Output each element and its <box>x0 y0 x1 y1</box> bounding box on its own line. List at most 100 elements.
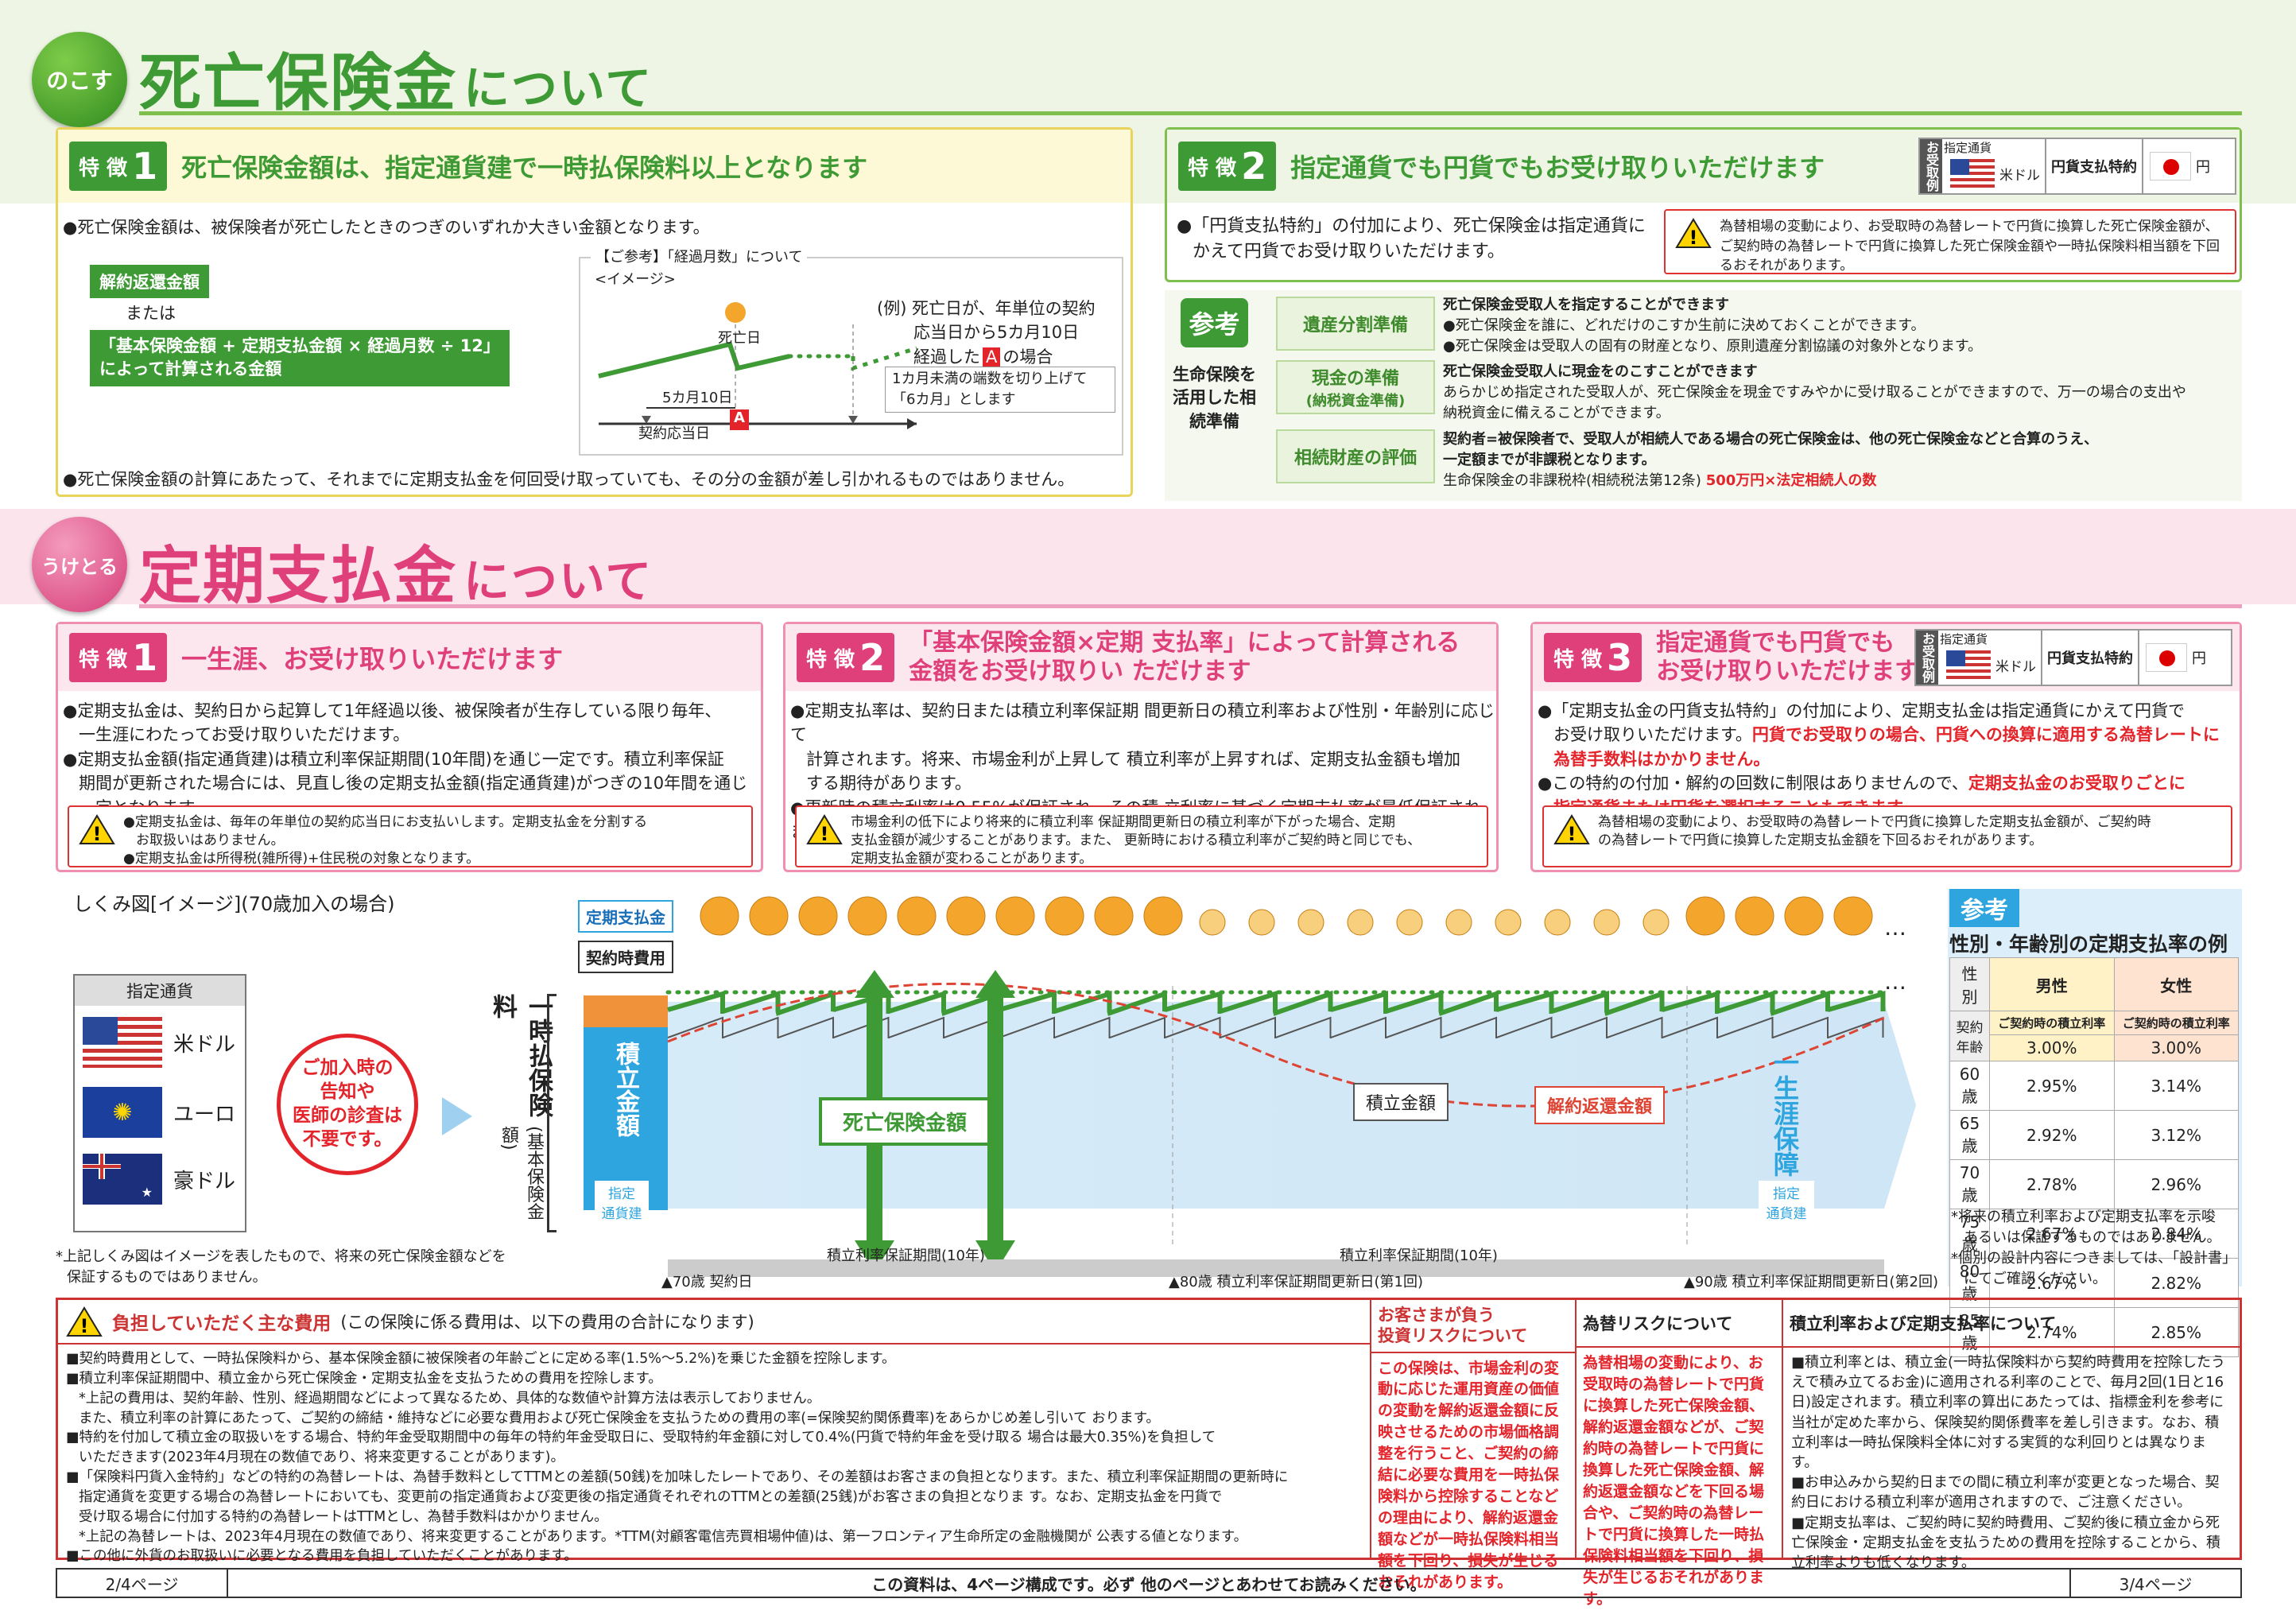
f2-text: ●「円貨支払特約」の付加により、死亡保険金は指定通貨にかえて円貨でお受け取りいた… <box>1177 216 1646 262</box>
coin-icon <box>700 896 739 936</box>
g3-title: 指定通貨でも円貨でもお受け取りいただけます <box>1656 629 1919 685</box>
period-label-2: 積立利率保証期間(10年) <box>1340 1248 1498 1264</box>
sec1-rule <box>139 111 2242 115</box>
warning-icon: ! <box>806 814 843 845</box>
inheritance-ref: 参考 生命保険を活用した相続準備 遺産分割準備 現金の準備(納税資金準備) 相続… <box>1165 290 2242 501</box>
coin-icon <box>798 896 838 936</box>
jpy-flag-icon <box>2150 152 2191 180</box>
reserve-amount-label: 積立金額 <box>1353 1083 1449 1121</box>
g3-receipt-label: お受取例 <box>1916 631 1938 685</box>
svg-text:!: ! <box>820 823 829 845</box>
svg-text:!: ! <box>80 1315 89 1337</box>
g3-text: ●「定期支払金の円貨支払特約」の付加により、定期支払金は指定通貨にかえて円貨でお… <box>1538 701 2220 817</box>
ref-row3-label: 相続財産の評価 <box>1276 429 1435 483</box>
f1-ref-deathday: 死亡日 <box>718 330 761 347</box>
jpy-flag-icon <box>2146 643 2187 672</box>
surrender-amount-label: 解約返還金額 <box>1534 1086 1666 1124</box>
g2-warning: ! 市場金利の低下により将来的に積立利率 保証期間更新日の積立利率が下がった場合… <box>795 805 1488 867</box>
f2-yen: 円 <box>2196 159 2210 176</box>
f2-warning: ! 為替相場の変動により、お受取時の為替レートで円貨に換算した死亡保険金額が、ご… <box>1664 209 2236 274</box>
costs-title: 負担していただく主な費用 <box>112 1314 332 1334</box>
f1-ref-timeline-svg <box>598 302 917 429</box>
premium-bracket <box>547 994 557 1232</box>
ref-row1-label: 遺産分割準備 <box>1276 297 1435 351</box>
diagram-title: しくみ図[イメージ](70歳加入の場合) <box>73 893 395 915</box>
f1-or: または <box>126 304 176 323</box>
keiyaku-cost-label: 契約時費用 <box>578 941 673 973</box>
coin-icon <box>995 896 1035 936</box>
ref-row2-label: 現金の準備(納税資金準備) <box>1276 360 1435 414</box>
currency-list-title: 指定通貨 <box>75 976 245 1006</box>
warning-icon: ! <box>1553 814 1590 845</box>
currency-usd: 米ドル <box>75 1006 245 1079</box>
death-amount-label: 死亡保険金額 <box>819 1097 991 1146</box>
currency-list: 指定通貨 米ドル ✺ユーロ ★豪ドル <box>73 974 246 1232</box>
ref-label: 参考 <box>1181 298 1248 347</box>
g3-yen-rider: 円貨支払特約 <box>2041 631 2139 685</box>
usd-flag-icon <box>1950 159 1995 188</box>
currency-aud: ★豪ドル <box>75 1146 245 1213</box>
ref-row1-text: 死亡保険金受取人を指定することができます●死亡保険金を誰に、どれだけのこすか生前… <box>1443 297 1983 355</box>
footer-right-page: 3/4ページ <box>2069 1570 2240 1597</box>
aud-flag-icon: ★ <box>83 1154 162 1205</box>
risk-investment-col: お客さまが負う投資リスクについて この保険は、市場金利の変動に応じた運用資産の価… <box>1370 1300 1575 1591</box>
warning-icon: ! <box>1675 218 1712 249</box>
f1-example-note: 1カ月未満の端数を切り上げて「6カ月」とします <box>885 367 1115 413</box>
nokosu-badge: のこす <box>32 32 127 127</box>
coin-icon <box>1642 909 1670 936</box>
costs-body: ■契約時費用として、一時払保険料から、基本保険金額に被保険者の年齢ごとに定める率… <box>66 1351 1289 1565</box>
f1-ref-title: 【ご参考】「経過月数」について <box>591 247 808 269</box>
f1-ref-figure <box>579 257 1123 456</box>
timeline-90: ▲90歳 積立利率保証期間更新日(第2回) <box>1684 1274 1938 1290</box>
ref-row2-text: 死亡保険金受取人に現金をのこすことができますあらかじめ指定された受取人が、死亡保… <box>1443 363 2186 422</box>
rate-reference: 参考 性別・年齢別の定期支払率の例 性別男性女性 契約年齢ご契約時の積立利率ご契… <box>1948 889 2242 1357</box>
g3-warning: ! 為替相場の変動により、お受取時の為替レートで円貨に換算した定期支払金額が、ご… <box>1542 805 2232 867</box>
f2-usd: 米ドル <box>1999 167 2040 184</box>
uketoru-badge: うけとる <box>32 517 127 612</box>
g1-text: ●定期支払金は、契約日から起算して1年経過以後、被保険者が生存している限り毎年、… <box>63 701 748 817</box>
g1-title: 一生涯、お受け取りいただけます <box>181 644 564 674</box>
timeline-70: ▲70歳 契約日 <box>661 1274 753 1290</box>
sec1-title: 死亡保険金について <box>139 48 654 119</box>
f1-ref-anniv: 契約応当日 <box>638 425 710 442</box>
section2-band <box>0 509 2296 604</box>
reserve-label: 積立金額 <box>611 1042 639 1137</box>
coin-icon <box>1833 896 1873 936</box>
coin-icon <box>946 896 986 936</box>
usd-flag-icon <box>1946 650 1991 679</box>
f1-ref-months: 5カ月10日 <box>662 390 733 406</box>
f2-receipt-label: お受取例 <box>1920 139 1942 193</box>
currency-eur: ✺ユーロ <box>75 1079 245 1146</box>
costs-subtitle: (この保険に係る費用は、以下の費用の合計になります) <box>340 1313 754 1332</box>
coin-icon <box>1045 896 1084 936</box>
coin-icon <box>897 896 937 936</box>
f2-cur-label: 指定通貨 <box>1944 141 1992 155</box>
f2-yen-rider: 円貨支払特約 <box>2045 139 2143 193</box>
g3-cur-label: 指定通貨 <box>1940 632 1988 646</box>
coin-icon <box>1094 896 1134 936</box>
risk-fx-col: 為替リスクについて 為替相場の変動により、お受取時の為替レートで円貨に換算した死… <box>1575 1300 1782 1608</box>
f2-title: 指定通貨でも円貨でもお受け取りいただけます <box>1290 153 1825 183</box>
premium-label: 一時払保険料(基本保険金額) <box>488 994 553 1221</box>
no-medical-check-badge: ご加入時の告知や医師の診査は不要です。 <box>277 1034 418 1175</box>
coin-icon <box>1199 909 1226 936</box>
period-label-1: 積立利率保証期間(10年) <box>827 1248 985 1264</box>
costs-col: ! 負担していただく主な費用 (この保険に係る費用は、以下の費用の合計になります… <box>58 1300 1370 1564</box>
coin-icon <box>1297 909 1324 936</box>
coin-icon <box>1593 909 1620 936</box>
coin-icon <box>1685 896 1725 936</box>
warning-icon: ! <box>66 1306 103 1337</box>
f1-lead: ●死亡保険金額は、被保険者が死亡したときのつぎのいずれか大きい金額となります。 <box>63 218 710 237</box>
reserve-currency-tag: 指定通貨建 <box>595 1181 649 1224</box>
risk-rate-col: 積立利率および定期支払率について ■積立利率とは、積立金(一時払保険料から契約時… <box>1782 1300 2240 1571</box>
eur-flag-icon: ✺ <box>83 1087 162 1138</box>
